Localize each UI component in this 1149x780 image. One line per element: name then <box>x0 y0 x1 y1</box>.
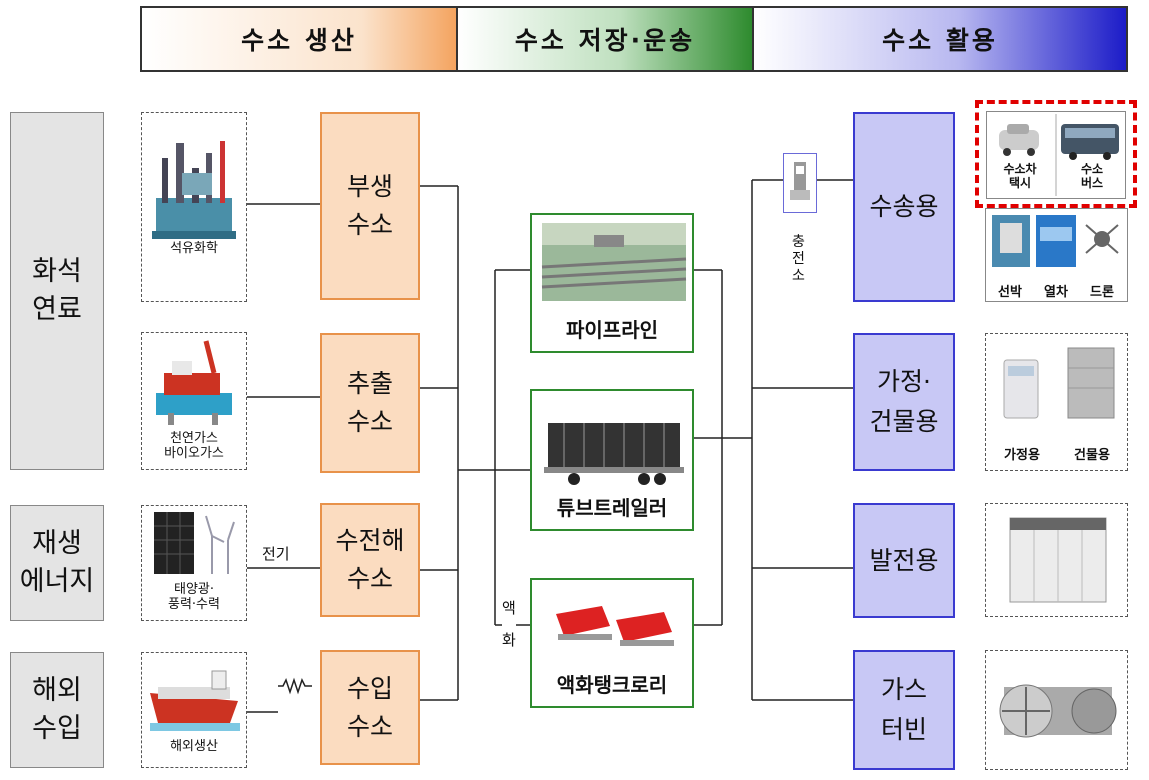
charger-icon <box>790 162 810 200</box>
lng-ship-icon <box>150 670 240 731</box>
storage-pipeline: 파이프라인 <box>530 213 694 353</box>
use-building-label: 가정· 건물용 <box>869 367 939 436</box>
pipeline-label: 파이프라인 <box>566 318 658 342</box>
turbine-icon <box>999 684 1117 738</box>
renewable-image: 태양광· 풍력·수력 <box>141 505 247 621</box>
use-transport-label: 수송용 <box>869 192 939 221</box>
use-power: 발전용 <box>853 503 955 618</box>
taxi-caption: 수소차 택시 <box>1003 162 1037 190</box>
taxi-bus-icon <box>999 114 1119 196</box>
renewable-caption: 태양광· 풍력·수력 <box>168 582 220 612</box>
gas-image: 천연가스 바이오가스 <box>141 332 247 470</box>
source-fossil: 화석 연료 <box>10 112 104 470</box>
production-extraction: 추출 수소 <box>320 333 420 473</box>
source-renewable: 재생 에너지 <box>10 505 104 621</box>
use-power-label: 발전용 <box>869 545 939 575</box>
turbine-example <box>985 650 1128 770</box>
production-electrolysis-label: 수전해 수소 <box>335 526 405 593</box>
storage-lorry: 액화탱크로리 <box>530 578 694 708</box>
home-caption: 가정용 <box>1004 448 1040 463</box>
tube-trailer-label: 튜브트레일러 <box>556 496 668 520</box>
mobility-examples: 선박 열차 드론 <box>985 208 1128 302</box>
lorry-label: 액화탱크로리 <box>556 673 668 697</box>
use-building: 가정· 건물용 <box>853 333 955 471</box>
production-byproduct: 부생 수소 <box>320 112 420 300</box>
petrochem-image: 석유화학 <box>141 112 247 302</box>
solar-wind-icon <box>154 512 235 574</box>
electricity-label: 전기 <box>262 545 290 563</box>
production-import: 수입 수소 <box>320 650 420 765</box>
production-import-label: 수입 수소 <box>346 673 393 741</box>
overseas-image: 해외생산 <box>141 652 247 768</box>
offshore-platform-icon <box>156 340 232 425</box>
ship-train-drone-icon <box>992 215 1119 267</box>
production-extraction-label: 추출 수소 <box>346 369 393 436</box>
charging-station-image <box>783 153 817 213</box>
power-plant-icon <box>1009 517 1107 603</box>
ship-caption: 선박 <box>998 285 1022 300</box>
bus-caption: 수소 버스 <box>1080 162 1104 190</box>
charging-station-label: 충 전 소 <box>792 234 805 284</box>
gas-caption: 천연가스 바이오가스 <box>164 431 224 461</box>
production-byproduct-label: 부생 수소 <box>346 172 393 239</box>
pipeline-icon <box>541 223 687 301</box>
header-production: 수소 생산 <box>140 6 458 72</box>
source-fossil-label: 화석 연료 <box>32 256 82 325</box>
storage-tube-trailer: 튜브트레일러 <box>530 389 694 531</box>
tube-trailer-icon <box>544 423 684 485</box>
liquefaction-label: 액 화 <box>502 599 516 649</box>
tank-lorry-icon <box>556 606 674 646</box>
source-renewable-label: 재생 에너지 <box>19 528 95 597</box>
petrochem-caption: 석유화학 <box>170 241 218 256</box>
building-examples: 가정용 건물용 <box>985 333 1128 471</box>
refinery-icon <box>152 141 236 239</box>
production-electrolysis: 수전해 수소 <box>320 503 420 617</box>
highlight-frame <box>975 100 1137 208</box>
header-storage: 수소 저장·운송 <box>456 6 754 72</box>
building-caption: 건물용 <box>1074 448 1110 463</box>
fuel-cell-icon <box>1003 347 1115 419</box>
vehicle-examples: 수소차 택시 수소 버스 <box>986 111 1126 199</box>
zigzag-icon <box>278 677 312 695</box>
train-caption: 열차 <box>1044 285 1068 300</box>
header-storage-label: 수소 저장·운송 <box>514 26 696 55</box>
use-turbine: 가스 터빈 <box>853 650 955 770</box>
use-transport: 수송용 <box>853 112 955 302</box>
header-utilization: 수소 활용 <box>752 6 1128 72</box>
drone-caption: 드론 <box>1090 285 1114 300</box>
source-import: 해외 수입 <box>10 652 104 768</box>
overseas-caption: 해외생산 <box>170 739 218 754</box>
use-turbine-label: 가스 터빈 <box>880 675 927 744</box>
header-production-label: 수소 생산 <box>241 26 357 55</box>
header-utilization-label: 수소 활용 <box>882 26 998 55</box>
source-import-label: 해외 수입 <box>32 675 82 744</box>
power-example <box>985 503 1128 617</box>
